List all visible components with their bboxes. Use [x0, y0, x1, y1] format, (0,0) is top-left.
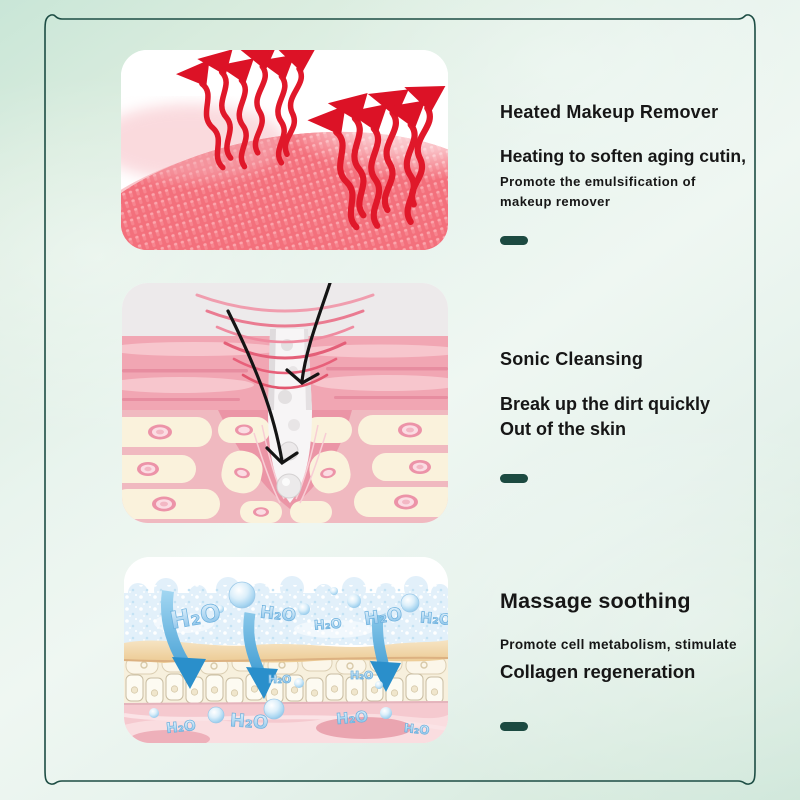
h2o-droplet-text: H₂O: [419, 608, 448, 629]
sonic-pore-illustration: [122, 283, 448, 523]
section-title: Massage soothing: [500, 589, 691, 613]
section-line1: Break up the dirt quickly: [500, 394, 711, 414]
section-subtitle: Heating to soften aging cutin,: [500, 146, 746, 166]
section-divider-dash: [500, 722, 528, 731]
section-line2: Out of the skin: [500, 419, 626, 439]
upper-cell-pores: [140, 661, 428, 670]
cell-teeth-row: [125, 673, 444, 705]
h2o-droplet-text: H₂O: [350, 669, 373, 682]
sonic-waves: [195, 293, 375, 390]
cell-nuclei: [137, 422, 431, 517]
bubbles: [149, 581, 420, 724]
section-description: Promote the emulsification of makeup rem…: [500, 174, 696, 209]
section-subtitle: Collagen regeneration: [500, 661, 696, 682]
section-description: Promote cell metabolism, stimulate: [500, 637, 737, 652]
dermis-layer: [124, 701, 448, 743]
section-lines: Break up the dirt quickly Out of the ski…: [500, 392, 760, 442]
h2o-droplet-text: H₂O: [403, 721, 430, 738]
h2o-droplet-text: H₂O: [165, 718, 196, 737]
section-sonic-copy: Sonic Cleansing Break up the dirt quickl…: [500, 348, 760, 483]
h2o-droplet-text: H₂O: [229, 710, 269, 734]
section-title: Sonic Cleansing: [500, 349, 644, 369]
h2o-droplet-text: H₂O: [314, 617, 343, 634]
massage-skin-illustration: H₂O H₂O H₂O H₂O H₂O H₂O H₂O H₂O H₂O H₂O …: [124, 557, 448, 743]
h2o-droplet-text: H₂O: [259, 603, 297, 627]
h2o-droplet-text: H₂O: [268, 673, 291, 686]
section-massage-copy: Massage soothing Promote cell metabolism…: [500, 588, 780, 731]
section-heated-copy: Heated Makeup Remover Heating to soften …: [500, 101, 760, 245]
heated-brush-illustration: [121, 50, 448, 250]
section-title: Heated Makeup Remover: [500, 102, 719, 122]
h2o-droplet-text: H₂O: [335, 707, 368, 728]
section-divider-dash: [500, 236, 528, 245]
silicone-brush-head: [121, 50, 448, 250]
water-arrows: [161, 590, 401, 699]
direction-arrows: [226, 283, 332, 466]
section-divider-dash: [500, 474, 528, 483]
